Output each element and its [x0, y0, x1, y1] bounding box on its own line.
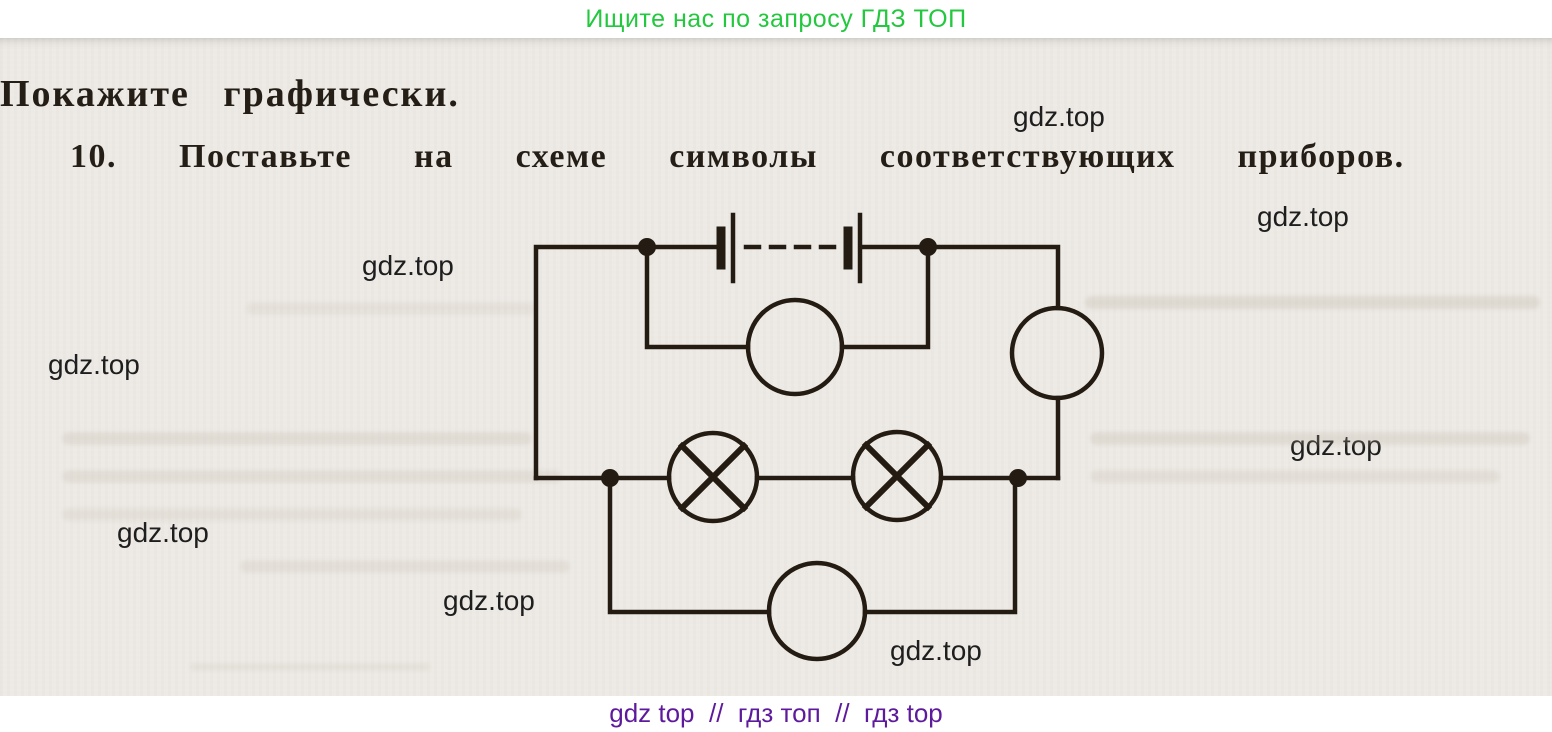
wire-bottom-left: [607, 475, 772, 615]
wire-bottom-right: [862, 475, 1018, 615]
top-device-branch: [644, 244, 931, 397]
scanned-page: Покажите графически. 10. Поставьте на сх…: [0, 38, 1552, 696]
device-circle-right: [1009, 305, 1105, 401]
watermark: gdz.top: [890, 635, 982, 666]
wire-top-right: [861, 244, 1061, 311]
footer-banner: gdz top // гдз топ // гдз top: [0, 696, 1552, 732]
battery-symbol: [716, 212, 863, 284]
bleed-through-text: [246, 302, 536, 315]
promo-banner: Ищите нас по запросу ГДЗ ТОП: [0, 0, 1552, 38]
bottom-device-branch: [607, 475, 1018, 662]
circuit-outer-loop: [533, 244, 1061, 481]
junction-dot: [638, 238, 656, 256]
device-circle-bottom: [766, 560, 868, 662]
section-heading: Покажите графически.: [0, 73, 460, 115]
junction-dot: [1009, 469, 1027, 487]
lamp-circle: [850, 429, 944, 523]
wire-branch-left: [644, 244, 751, 350]
wire-top-left: [533, 244, 719, 481]
watermark: gdz.top: [1257, 201, 1349, 232]
bleed-through-text: [62, 470, 562, 483]
lamp-cross: [677, 441, 749, 513]
device-circle-top: [745, 297, 845, 397]
watermark: gdz.top: [443, 585, 535, 616]
watermark: gdz.top: [362, 250, 454, 281]
bleed-through-text: [190, 663, 430, 671]
bleed-through-text: [240, 560, 570, 573]
watermark: gdz.top: [48, 349, 140, 380]
middle-wire-with-lamps: [533, 429, 1061, 524]
lamp-circle: [666, 430, 760, 524]
bleed-through-text: [1090, 470, 1500, 483]
watermark: gdz.top: [1013, 101, 1105, 132]
junction-dot: [919, 238, 937, 256]
bleed-through-text: [1085, 296, 1540, 309]
junction-dot: [601, 469, 619, 487]
watermark: gdz.top: [117, 517, 209, 548]
lamp-left: [666, 430, 760, 524]
lamp-cross: [861, 440, 933, 512]
bleed-through-text: [62, 432, 532, 445]
lamp-right: [850, 429, 944, 523]
wire-branch-right: [839, 244, 931, 350]
circuit-diagram: [533, 212, 1105, 662]
task-heading: 10. Поставьте на схеме символы соответст…: [70, 138, 1405, 175]
bleed-through-text: [1090, 432, 1530, 445]
promo-banner-text: Ищите нас по запросу ГДЗ ТОП: [585, 4, 967, 33]
watermark: gdz.top: [1290, 430, 1382, 461]
bleed-through-text: [62, 508, 522, 521]
junction-dots: [601, 238, 1027, 487]
footer-text: gdz top // гдз топ // гдз top: [609, 698, 943, 728]
